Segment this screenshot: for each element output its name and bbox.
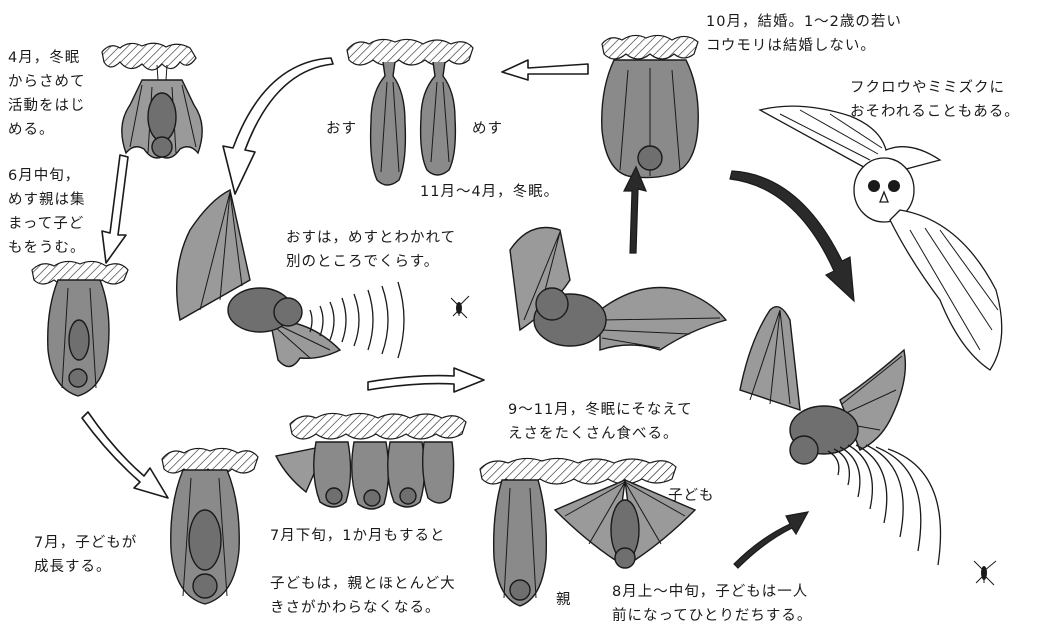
label-female: めす	[472, 117, 503, 141]
label-parent: 親	[556, 588, 572, 612]
label-july-growth: 7月，子どもが 成長する。	[34, 531, 174, 579]
bats-mating-october	[598, 60, 702, 180]
bat-female-hibernating	[415, 62, 465, 182]
bats-colony-late-july	[276, 436, 456, 516]
insect-prey-center	[445, 292, 475, 322]
arrow-right-arc	[730, 165, 860, 305]
arrow-center-up	[620, 165, 650, 255]
label-owl-predator: フクロウやミミズクに おそわれることもある。	[850, 76, 1037, 124]
arrow-center-to-left	[205, 60, 335, 200]
bat-feeding-sept-nov	[490, 220, 730, 390]
bats-mothers-june	[44, 280, 114, 400]
label-late-july: 7月下旬，1か月もすると 子どもは，親とほとんど大 きさがかわらなくなる。	[270, 524, 500, 620]
label-april-waking: 4月，冬眠 からさめて 活動をはじ める。	[8, 46, 108, 142]
label-hibernation-period: 11月～4月，冬眠。	[420, 180, 559, 204]
label-october-mating: 10月，結婚。1～2歳の若い コウモリは結婚しない。	[706, 10, 1026, 58]
echolocation-waves-left	[300, 280, 450, 360]
label-male-separate: おすは，めすとわかれて 別のところでくらす。	[286, 226, 496, 274]
bat-male-hibernating	[365, 62, 415, 192]
label-sept-nov-feeding: 9～11月，冬眠にそなえて えさをたくさん食べる。	[508, 398, 758, 446]
label-august-independence: 8月上～中旬，子どもは一人 前になってひとりだちする。	[612, 580, 862, 625]
insect-prey-right	[968, 555, 1002, 589]
arrow-june-to-july	[84, 410, 174, 500]
label-child: 子ども	[668, 484, 715, 508]
arrow-top-right-to-center	[500, 58, 590, 82]
arrow-late-july-to-august	[730, 508, 810, 568]
arrow-july-to-late-july	[366, 366, 486, 396]
bat-mother-with-young-july	[165, 470, 245, 610]
label-male: おす	[326, 117, 357, 141]
label-june-birth: 6月中旬， めす親は集 まって子ど もをうむ。	[8, 164, 108, 260]
